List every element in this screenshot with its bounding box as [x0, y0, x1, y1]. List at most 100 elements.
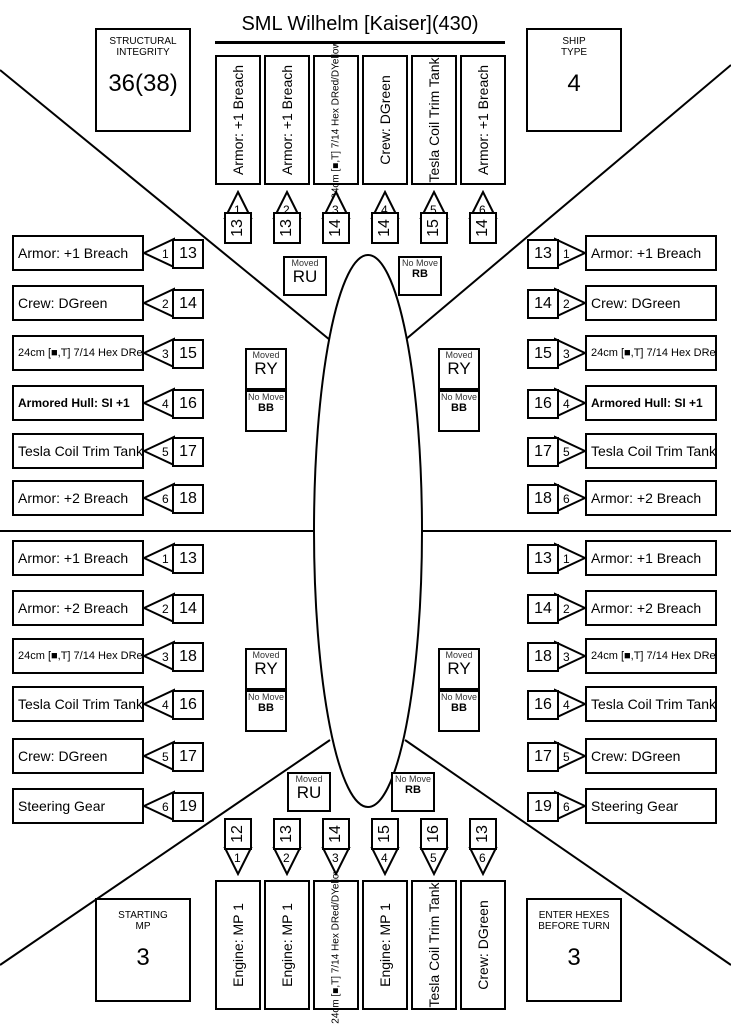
nomove-bb-marker-c: BB: [451, 702, 467, 714]
starboard_fore-target-number: 17: [527, 437, 559, 467]
enter-hexes-value: 3: [567, 944, 581, 971]
stern-slot: Crew: DGreen: [460, 880, 506, 1010]
port_fore-target-number: 13: [172, 239, 204, 269]
starboard_aft-target-number: 13: [527, 544, 559, 574]
damage-arrow-icon: 5: [142, 740, 175, 772]
nomove-rb-marker-a: No Move: [394, 774, 431, 784]
die-face: 3: [332, 203, 339, 217]
damage-arrow-icon: 6: [142, 790, 175, 822]
starboard_fore-slot: Armored Hull: SI +1: [585, 385, 717, 421]
die-face: 1: [563, 247, 570, 261]
port_fore-slot: Armor: +2 Breach: [12, 480, 144, 516]
bow-target-number: 14: [322, 212, 350, 244]
bow-slot-label: Tesla Coil Trim Tank: [426, 57, 442, 183]
die-face: 2: [283, 203, 290, 217]
stern-target-number: 12: [224, 818, 252, 850]
bow-target-number: 13: [273, 212, 301, 244]
enter-hexes-label: ENTER HEXES BEFORE TURN: [538, 910, 610, 932]
starboard_fore-slot: 24cm [■,T] 7/14 Hex DRed/DYellow: [585, 335, 717, 371]
die-face: 1: [162, 552, 169, 566]
starboard_fore-target-number: 13: [527, 239, 559, 269]
die-face: 2: [162, 602, 169, 616]
damage-arrow-icon: 2: [142, 287, 175, 319]
port_fore-target-number: 17: [172, 437, 204, 467]
die-face: 6: [479, 851, 486, 865]
die-face: 3: [563, 650, 570, 664]
die-face: 6: [563, 492, 570, 506]
starboard_aft-slot: 24cm [■,T] 7/14 Hex DRed/DYellow: [585, 638, 717, 674]
bow-slot-label: 24cm [■,T] 7/14 Hex DRed/DYellow: [330, 41, 342, 199]
damage-arrow-icon: 1: [142, 237, 175, 269]
structural-integrity-label: STRUCTURAL INTEGRITY: [109, 36, 177, 58]
nomove-bb-marker-a: No Move: [440, 692, 477, 702]
die-face: 5: [162, 750, 169, 764]
moved-ru-marker-b: RU: [296, 783, 322, 802]
ship-title: SML Wilhelm [Kaiser](430): [215, 8, 505, 44]
die-face: 4: [162, 397, 169, 411]
enter-hexes-box: ENTER HEXES BEFORE TURN 3: [526, 898, 622, 1002]
starboard_aft-target-number: 17: [527, 742, 559, 772]
die-face: 4: [563, 698, 570, 712]
die-face: 2: [563, 602, 570, 616]
bow-target-number: 14: [469, 212, 497, 244]
stern-slot-label: Crew: DGreen: [475, 900, 491, 990]
port_fore-target-number: 15: [172, 339, 204, 369]
stern-slot-label: Tesla Coil Trim Tank: [426, 882, 442, 1008]
die-face: 4: [381, 203, 388, 217]
damage-arrow-icon: 3: [321, 847, 351, 876]
damage-arrow-icon: 3: [142, 640, 175, 672]
die-face: 2: [162, 297, 169, 311]
nomove-bb-marker-a: No Move: [247, 392, 284, 402]
starboard_aft-target-number: 16: [527, 690, 559, 720]
stern-slot: 24cm [■,T] 7/14 Hex DRed/DYellow: [313, 866, 359, 1024]
bow-target-value: 14: [327, 219, 344, 237]
bow-target-value: 13: [229, 219, 246, 237]
bow-target-number: 13: [224, 212, 252, 244]
bow-slot: Armor: +1 Breach: [264, 55, 310, 185]
starboard_fore-slot: Armor: +2 Breach: [585, 480, 717, 516]
die-face: 2: [283, 851, 290, 865]
nomove-bb-marker-a: No Move: [440, 392, 477, 402]
bow-slot-label: Armor: +1 Breach: [475, 64, 491, 176]
port_fore-target-number: 14: [172, 289, 204, 319]
port_aft-target-number: 14: [172, 594, 204, 624]
port_fore-slot: Crew: DGreen: [12, 285, 144, 321]
damage-arrow-icon: 4: [142, 688, 175, 720]
damage-arrow-icon: 2: [272, 847, 302, 876]
stern-slot: Engine: MP 1: [264, 880, 310, 1010]
moved-ru-marker-a: Moved: [291, 258, 319, 268]
port_aft-slot: Steering Gear: [12, 788, 144, 824]
damage-arrow-icon: 6: [142, 482, 175, 514]
moved-ry-marker-b: RY: [447, 659, 471, 678]
bow-target-value: 15: [425, 219, 442, 237]
stern-target-value: 15: [376, 825, 393, 843]
die-face: 3: [563, 347, 570, 361]
nomove-rb-marker-a: No Move: [401, 258, 438, 268]
starboard_fore-target-number: 14: [527, 289, 559, 319]
starboard_aft-slot: Armor: +1 Breach: [585, 540, 717, 576]
stern-target-value: 14: [327, 825, 344, 843]
bow-target-number: 14: [371, 212, 399, 244]
hull-ellipse: [313, 254, 423, 808]
port_aft-slot: Armor: +2 Breach: [12, 590, 144, 626]
port_aft-target-number: 18: [172, 642, 204, 672]
stern-slot-label: Engine: MP 1: [230, 903, 246, 987]
damage-arrow-icon: 1: [142, 542, 175, 574]
bow-slot: Armor: +1 Breach: [215, 55, 261, 185]
starboard_fore-slot: Armor: +1 Breach: [585, 235, 717, 271]
nomove-rb-marker-c: RB: [405, 784, 421, 796]
bow-slot: 24cm [■,T] 7/14 Hex DRed/DYellow: [313, 41, 359, 199]
stern-target-number: 14: [322, 818, 350, 850]
die-face: 6: [563, 800, 570, 814]
